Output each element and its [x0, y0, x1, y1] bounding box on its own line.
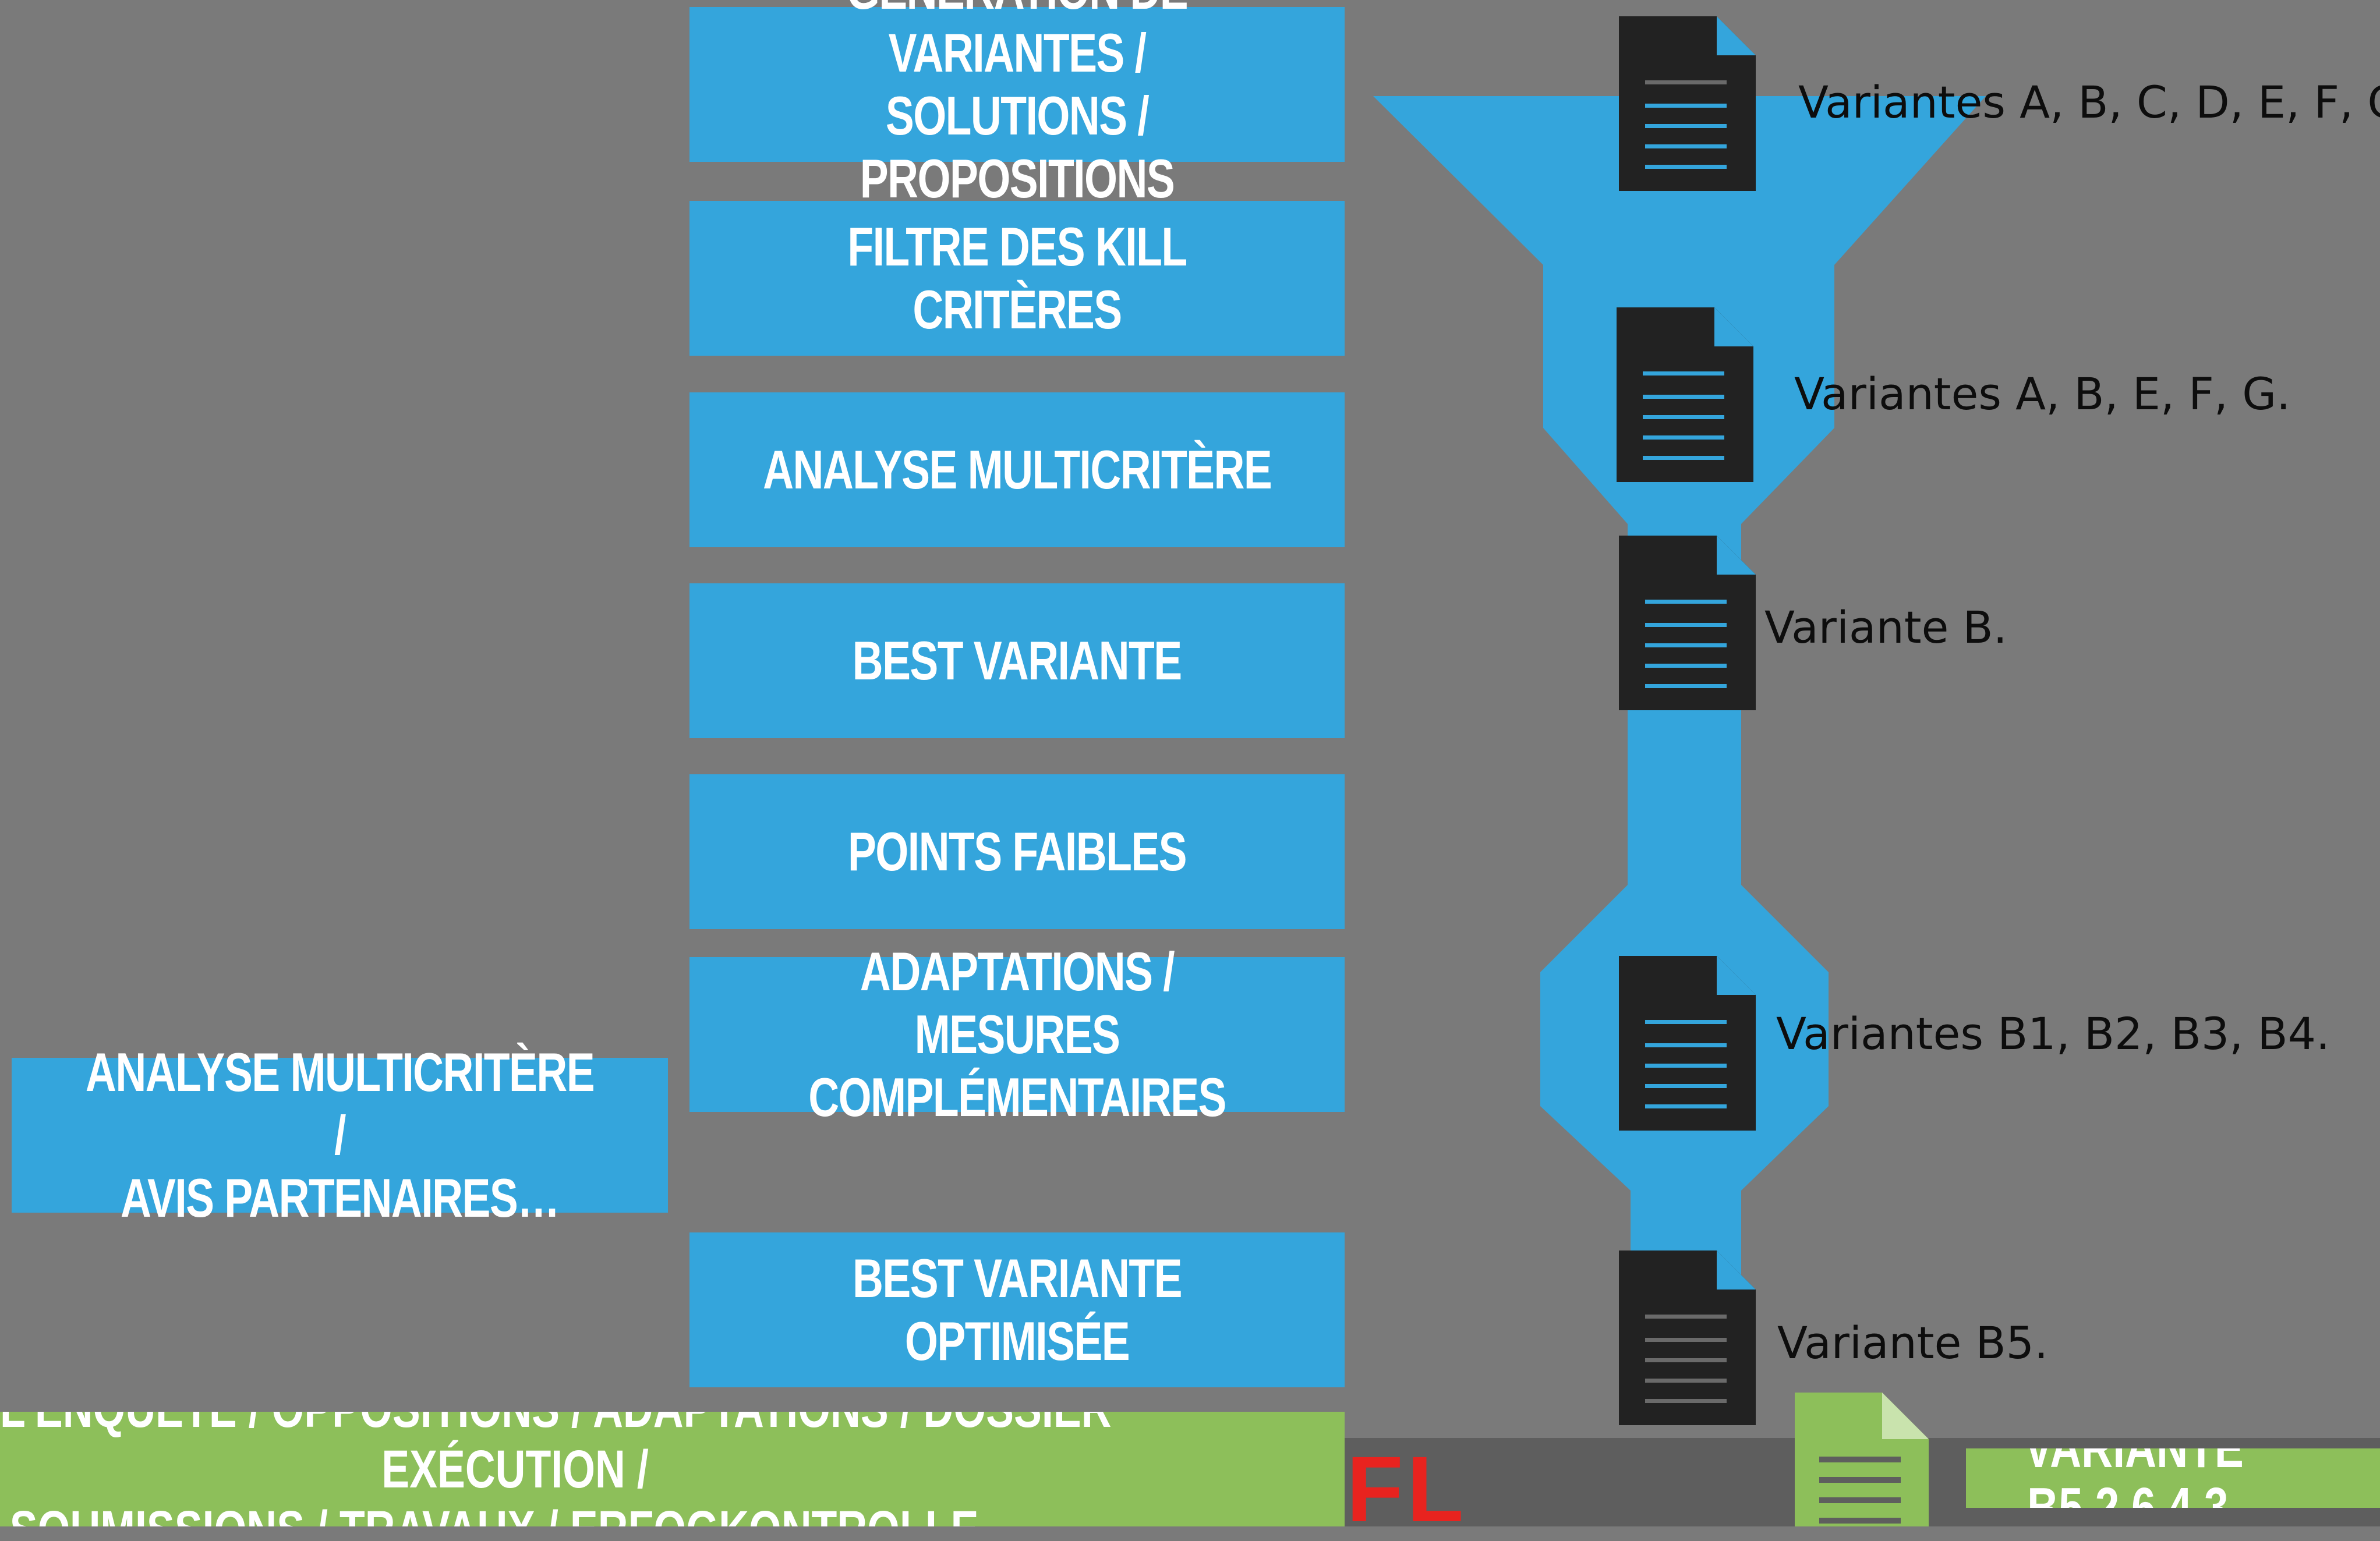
document-icon-2 [1617, 307, 1753, 482]
output-label-4: Variantes B1, B2, B3, B4. [1776, 1008, 2331, 1060]
step-side-analyse-avis: ANALYSE MULTICRITÈRE / AVIS PARTENAIRES… [12, 1041, 668, 1228]
output-label-5: Variante B5. [1777, 1317, 2049, 1369]
step-label: FILTRE DES KILL CRITÈRES [847, 216, 1187, 340]
step-label: BEST VARIANTE OPTIMISÉE [853, 1248, 1183, 1372]
step-points-faibles: POINTS FAIBLES [689, 774, 1345, 929]
output-label-3: Variante B. [1764, 601, 2007, 653]
step-generation-variantes: GÉNÉRATION DE VARIANTES / SOLUTIONS / PR… [689, 0, 1345, 209]
step-label: POINTS FAIBLES [847, 821, 1187, 882]
step-label: ADAPTATIONS / MESURES COMPLÉMENTAIRES [808, 941, 1226, 1128]
step-label: ANALYSE MULTICRITÈRE [762, 439, 1272, 500]
output-label-1: Variantes A, B, C, D, E, F, G. [1798, 76, 2380, 128]
step-adaptations-mesures: ADAPTATIONS / MESURES COMPLÉMENTAIRES [689, 941, 1345, 1128]
step-best-variante-optimisee: BEST VARIANTE OPTIMISÉE [689, 1232, 1345, 1387]
step-best-variante: BEST VARIANTE [689, 583, 1345, 738]
step-filtre-kill-criteres: FILTRE DES KILL CRITÈRES [689, 201, 1345, 356]
step-label: GÉNÉRATION DE VARIANTES / SOLUTIONS / PR… [847, 0, 1189, 209]
document-icon-3 [1619, 536, 1756, 710]
step-label: BEST VARIANTE [853, 630, 1183, 691]
document-icon-1 [1619, 16, 1756, 191]
process-banner-text: E À L’ENQUÊTE / OPPOSITIONS / ADAPTATION… [0, 1412, 1112, 1526]
final-variant-label: VARIANTE B5.2.6.4.3. [2024, 1448, 2244, 1508]
process-banner: E À L’ENQUÊTE / OPPOSITIONS / ADAPTATION… [0, 1412, 1345, 1526]
document-icon-4 [1619, 956, 1756, 1131]
final-variant-banner: VARIANTE B5.2.6.4.3. [1966, 1448, 2380, 1508]
document-icon-5 [1619, 1250, 1756, 1425]
step-analyse-multicritere: ANALYSE MULTICRITÈRE [689, 392, 1345, 547]
step-label: ANALYSE MULTICRITÈRE / AVIS PARTENAIRES… [85, 1041, 595, 1228]
epfl-logo: FL [1346, 1437, 1467, 1541]
output-label-2: Variantes A, B, E, F, G. [1794, 368, 2291, 420]
